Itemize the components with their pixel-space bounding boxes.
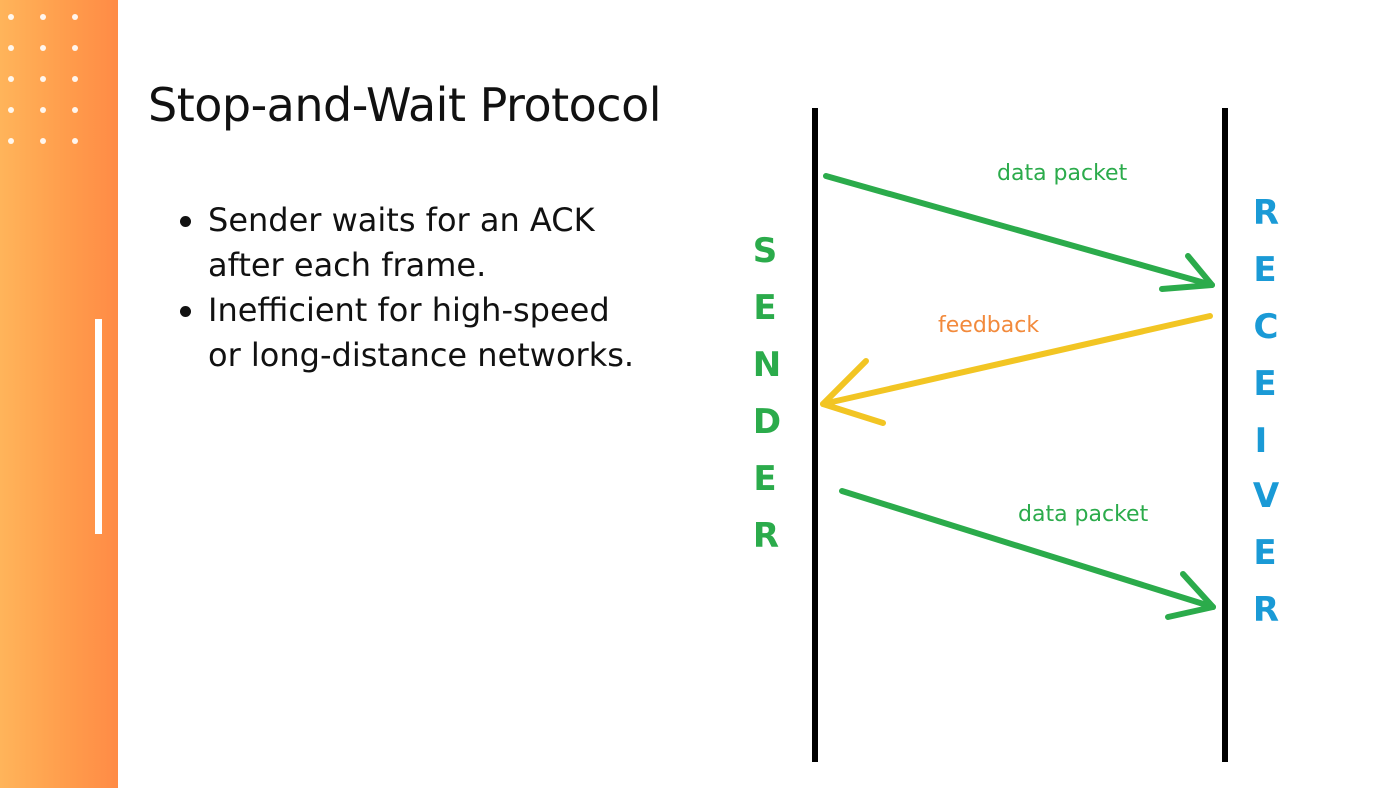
receiver-letter: E [1253, 250, 1276, 290]
message-label: data packet [1018, 502, 1149, 527]
slide-title: Stop-and-Wait Protocol [148, 78, 662, 132]
data-packet-arrow [823, 173, 1215, 288]
decor-dot [8, 76, 14, 82]
receiver-letter: V [1253, 476, 1280, 516]
decor-dot [40, 138, 46, 144]
sender-letter: N [753, 345, 781, 385]
receiver-letter: E [1253, 364, 1276, 404]
arrowhead-icon [1159, 253, 1215, 292]
bullet-list: Sender waits for an ACK after each frame… [175, 198, 695, 378]
bullet-item: Sender waits for an ACK after each frame… [175, 198, 695, 288]
bullet-dot [180, 216, 191, 227]
bullet-text-line: after each frame. [208, 246, 487, 284]
decor-dot [40, 107, 46, 113]
decor-dot [72, 14, 78, 20]
decor-dot [8, 45, 14, 51]
receiver-letter: I [1255, 421, 1268, 461]
decor-dot [8, 107, 14, 113]
decorative-white-bar [95, 319, 102, 534]
decor-dot [40, 76, 46, 82]
message-label: data packet [997, 161, 1128, 186]
receiver-letter: R [1253, 193, 1279, 233]
receiver-letter: R [1253, 590, 1279, 630]
decor-dot [40, 14, 46, 20]
sender-letter: R [753, 516, 779, 556]
bullet-item: Inefficient for high-speed or long-dista… [175, 288, 695, 378]
sender-letter: E [753, 459, 776, 499]
feedback-arrow [820, 313, 1213, 407]
decor-dot [8, 14, 14, 20]
decor-dot [72, 76, 78, 82]
decor-dot [72, 138, 78, 144]
bullet-text-line: Inefficient for high-speed [208, 291, 610, 329]
decor-dot [8, 138, 14, 144]
sender-letter: S [753, 231, 778, 271]
receiver-letter: C [1254, 307, 1279, 347]
arrowhead-icon [1165, 571, 1216, 620]
data-packet-arrow [839, 488, 1216, 610]
decor-dot [40, 45, 46, 51]
message-label: feedback [938, 313, 1039, 338]
sender-letter: E [753, 288, 776, 328]
bullet-dot [180, 306, 191, 317]
bullet-text-line: or long-distance networks. [208, 336, 635, 374]
decor-dot [72, 45, 78, 51]
receiver-letter: E [1253, 533, 1276, 573]
bullet-text-line: Sender waits for an ACK [208, 201, 595, 239]
arrowhead-icon [820, 358, 886, 426]
decor-dot [72, 107, 78, 113]
sender-letter: D [753, 402, 781, 442]
